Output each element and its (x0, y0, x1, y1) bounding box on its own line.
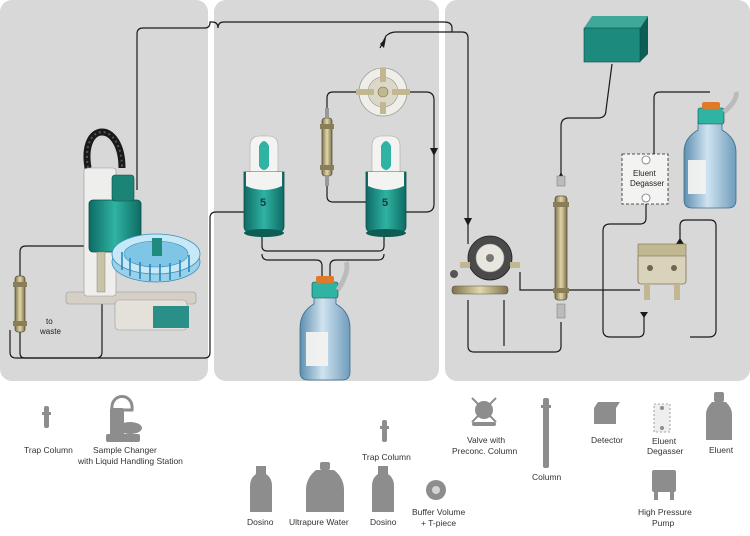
tube-main-line (9, 211, 247, 359)
tube-top-to-valve (217, 21, 453, 32)
analytical-column (553, 175, 569, 319)
tube-pump-loop (679, 219, 717, 338)
legend-ultrapure-water: Ultrapure Water (289, 517, 349, 527)
legend-column-icon (541, 398, 551, 468)
legend-sample-changer-icon (106, 395, 142, 442)
legend-trap-column-left: Trap Column (24, 445, 73, 455)
arrow-head (676, 238, 684, 244)
dosino-left (243, 135, 285, 237)
legend-column: Column (532, 472, 562, 482)
arrow-head (640, 312, 648, 318)
legend-dosino-right-icon (372, 466, 394, 512)
high-pressure-pump (637, 243, 687, 300)
waste-label-line1: to (46, 317, 53, 326)
legend-valve-line2: Preconc. Column (452, 446, 517, 456)
tube-degasser-to-pump (602, 198, 647, 338)
legend-dosino-right: Dosino (370, 517, 397, 527)
tube-water-right (329, 253, 385, 286)
legend-pump-icon (652, 470, 676, 500)
arrow-head (464, 218, 472, 226)
legend-pump-line2: Pump (652, 518, 674, 528)
legend-detector-icon (594, 402, 620, 424)
waste-label-line2: waste (39, 327, 61, 336)
injection-valve (450, 235, 520, 295)
legend-buffer-icon (426, 480, 446, 500)
legend-trap-column-right-icon (380, 420, 389, 442)
arrow-head (380, 38, 386, 48)
degasser-label-line2: Degasser (630, 179, 665, 188)
detector (583, 16, 648, 63)
tube-water-left (261, 253, 323, 286)
legend-sample-changer-line2: with Liquid Handling Station (77, 456, 183, 466)
ultrapure-water-bottle (299, 260, 351, 381)
legend-trap-column-right: Trap Column (362, 452, 411, 462)
tube-eluent-to-degasser (653, 91, 710, 160)
tubing (9, 21, 717, 359)
trap-column-middle (320, 108, 334, 186)
legend-degasser-line2: Degasser (647, 446, 684, 456)
trap-column-left (13, 275, 27, 333)
legend-degasser-line1: Eluent (652, 436, 677, 446)
legend-labels: Trap Column Sample Changer with Liquid H… (24, 435, 734, 528)
sample-changer (65, 128, 201, 331)
legend-water-bottle-icon (306, 462, 344, 512)
legend-eluent: Eluent (709, 445, 734, 455)
legend-dosino-left: Dosino (247, 517, 274, 527)
tube-top-link (136, 21, 219, 190)
tube-trap-to-valve (326, 91, 358, 112)
legend-valve-icon (471, 397, 497, 426)
legend-degasser-icon (653, 403, 671, 433)
tube-column-to-detector (560, 63, 613, 184)
tube-pump-to-valve (519, 272, 640, 291)
eluent-bottle (683, 91, 739, 209)
tube-trap-to-dosino (326, 180, 368, 203)
legend-eluent-icon (706, 392, 732, 440)
tube-valve-bottom (467, 300, 562, 353)
dosino-right-number: 5 (382, 197, 388, 209)
tube-buffer-to-valve (379, 31, 469, 244)
panel-ic-system (445, 0, 750, 381)
legend-sample-changer-line1: Sample Changer (93, 445, 157, 455)
legend-buffer-line2: + T-piece (421, 518, 456, 528)
legend-icons (42, 392, 732, 512)
legend-pump-line1: High Pressure (638, 507, 692, 517)
legend-detector: Detector (591, 435, 623, 445)
tube-dosino-loop (261, 236, 385, 252)
legend-trap-column-icon (42, 406, 51, 428)
dosino-left-number: 5 (260, 197, 266, 209)
legend-dosino-left-icon (250, 466, 272, 512)
legend-buffer-line1: Buffer Volume (412, 507, 466, 517)
dosino-right (365, 135, 407, 237)
eluent-degasser (621, 153, 669, 205)
legend-valve-line1: Valve with (467, 435, 505, 445)
buffer-volume-t-piece (356, 67, 410, 117)
degasser-label-line1: Eluent (633, 169, 656, 178)
arrow-head (430, 148, 438, 156)
